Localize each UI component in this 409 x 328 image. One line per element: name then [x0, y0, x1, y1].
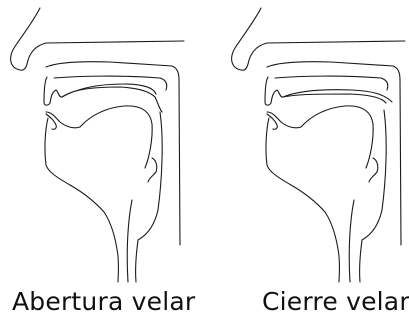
vocal-tract-closed-velum [232, 8, 405, 282]
velum-closed [283, 90, 392, 102]
hard-palate [44, 77, 162, 112]
pharynx-back [136, 112, 163, 282]
nasal-cavity-wall [46, 62, 180, 245]
tongue-top [267, 106, 373, 168]
tongue-top [46, 106, 152, 168]
epiglottis [369, 158, 378, 182]
larynx-front [127, 200, 132, 282]
nose-outline [11, 8, 184, 70]
caption-velar-closure: Cierre velar [262, 286, 402, 318]
nose-outline [232, 8, 405, 70]
larynx-front [349, 200, 354, 282]
caption-velar-opening: Abertura velar [12, 286, 198, 318]
tongue [45, 118, 118, 282]
epiglottis [148, 158, 157, 182]
tongue [266, 118, 339, 282]
vocal-tract-open-velum [11, 8, 184, 282]
nasal-floor [275, 76, 388, 90]
